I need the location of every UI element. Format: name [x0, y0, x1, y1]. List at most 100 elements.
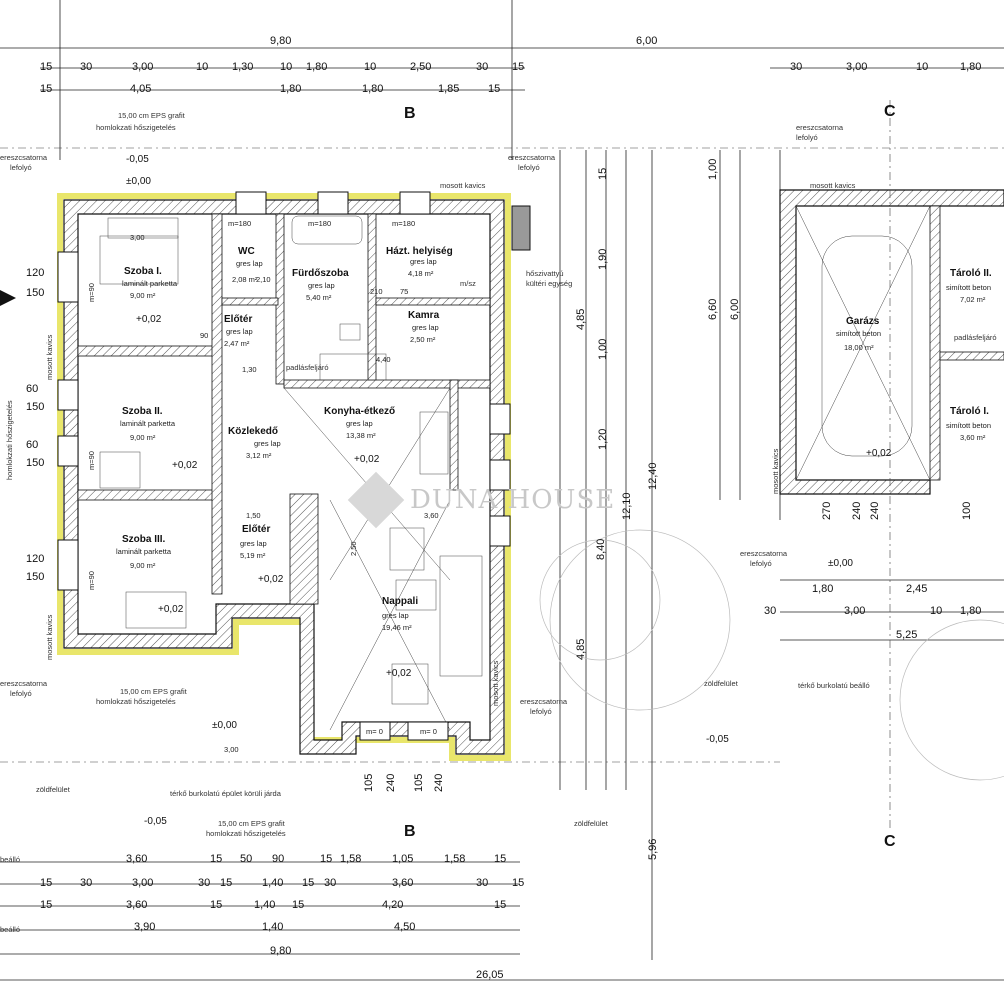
svg-text:-0,05: -0,05	[706, 734, 729, 745]
svg-text:Garázs: Garázs	[846, 316, 880, 327]
svg-text:Konyha-étkező: Konyha-étkező	[324, 406, 395, 417]
svg-text:simított beton: simított beton	[946, 283, 991, 292]
svg-text:zöldfelület: zöldfelület	[704, 679, 739, 688]
svg-text:5,25: 5,25	[896, 629, 917, 641]
svg-text:2,45: 2,45	[906, 583, 927, 595]
svg-text:90: 90	[272, 853, 284, 865]
svg-text:9,80: 9,80	[270, 35, 291, 47]
svg-text:15: 15	[40, 61, 52, 73]
svg-text:30: 30	[198, 877, 210, 889]
svg-text:gres lap: gres lap	[254, 439, 281, 448]
svg-text:18,00 m²: 18,00 m²	[844, 343, 874, 352]
svg-text:±0,00: ±0,00	[126, 176, 151, 187]
svg-text:+0,02: +0,02	[158, 604, 184, 615]
svg-text:4,85: 4,85	[575, 639, 587, 660]
svg-text:15: 15	[40, 83, 52, 95]
svg-text:lefolyó: lefolyó	[10, 689, 32, 698]
svg-text:15: 15	[210, 899, 222, 911]
svg-text:3,60: 3,60	[392, 877, 413, 889]
svg-text:1,85: 1,85	[438, 83, 459, 95]
svg-text:9,00 m²: 9,00 m²	[130, 561, 156, 570]
svg-text:+0,02: +0,02	[866, 448, 892, 459]
svg-text:1,80: 1,80	[280, 83, 301, 95]
svg-text:3,60: 3,60	[126, 899, 147, 911]
top-dimensions: 9,80 6,00 15 30 3,00 10 1,30 10 1,80 10 …	[40, 35, 981, 95]
svg-text:gres lap: gres lap	[410, 257, 437, 266]
svg-text:4,85: 4,85	[575, 309, 587, 330]
svg-text:1,40: 1,40	[262, 921, 283, 933]
svg-text:30: 30	[324, 877, 336, 889]
svg-text:30: 30	[764, 605, 776, 617]
svg-text:15,00 cm EPS grafit: 15,00 cm EPS grafit	[120, 687, 188, 696]
svg-text:150: 150	[26, 401, 44, 413]
svg-text:6,00: 6,00	[636, 35, 657, 47]
svg-text:1,80: 1,80	[960, 605, 981, 617]
svg-text:1,58: 1,58	[444, 853, 465, 865]
svg-text:Fürdőszoba: Fürdőszoba	[292, 268, 349, 279]
svg-text:lefolyó: lefolyó	[530, 707, 552, 716]
room-nappali: Nappali gres lap 19,46 m²	[382, 596, 418, 632]
svg-text:m=90: m=90	[87, 283, 96, 302]
svg-text:1,30: 1,30	[232, 61, 253, 73]
furniture	[99, 215, 483, 705]
svg-text:15: 15	[320, 853, 332, 865]
svg-text:2,08 m²: 2,08 m²	[232, 275, 258, 284]
svg-text:ereszcsatorna: ereszcsatorna	[508, 153, 556, 162]
svg-text:mosott kavics: mosott kavics	[45, 334, 54, 380]
svg-text:9,00 m²: 9,00 m²	[130, 291, 156, 300]
svg-text:30: 30	[790, 61, 802, 73]
svg-text:10: 10	[280, 61, 292, 73]
svg-text:15: 15	[220, 877, 232, 889]
section-label: C	[884, 833, 896, 850]
svg-text:4,50: 4,50	[394, 921, 415, 933]
svg-text:15: 15	[512, 61, 524, 73]
svg-text:+0,02: +0,02	[386, 668, 412, 679]
svg-text:1,00: 1,00	[707, 159, 719, 180]
right-dimensions: 4,85 8,40 4,85 12,10 12,40 5,96 15 1,90 …	[575, 159, 981, 860]
svg-text:+0,02: +0,02	[136, 314, 162, 325]
svg-text:10: 10	[916, 61, 928, 73]
svg-text:15: 15	[210, 853, 222, 865]
svg-text:15: 15	[292, 899, 304, 911]
svg-text:4,40: 4,40	[376, 355, 391, 364]
svg-text:3,12 m²: 3,12 m²	[246, 451, 272, 460]
svg-text:50: 50	[240, 853, 252, 865]
room-kamra: Kamra gres lap 2,50 m²	[408, 310, 440, 344]
svg-text:15: 15	[512, 877, 524, 889]
svg-text:m= 0: m= 0	[420, 727, 437, 736]
svg-text:150: 150	[26, 571, 44, 583]
svg-text:5,19 m²: 5,19 m²	[240, 551, 266, 560]
svg-text:3,00: 3,00	[846, 61, 867, 73]
svg-text:WC: WC	[238, 246, 255, 257]
svg-text:240: 240	[869, 502, 881, 520]
room-szoba-1: Szoba I. laminált parketta 9,00 m²	[122, 266, 178, 300]
misc-dimensions: 3,00 3,60 2,50 240 270 240 100 105 240 1…	[130, 233, 973, 792]
svg-text:4,18 m²: 4,18 m²	[408, 269, 434, 278]
svg-text:padlásfeljáró: padlásfeljáró	[286, 363, 329, 372]
watermark: DUNA HOUSE	[347, 471, 614, 529]
svg-text:9,00 m²: 9,00 m²	[130, 433, 156, 442]
svg-text:30: 30	[80, 877, 92, 889]
svg-text:1,30: 1,30	[242, 365, 257, 374]
svg-text:1,90: 1,90	[597, 249, 609, 270]
section-label: C	[884, 103, 896, 120]
svg-text:240: 240	[385, 774, 397, 792]
svg-text:2,50: 2,50	[349, 541, 358, 556]
windows	[57, 191, 531, 741]
svg-text:laminált parketta: laminált parketta	[116, 547, 172, 556]
svg-text:+0,02: +0,02	[258, 574, 284, 585]
svg-text:15: 15	[597, 168, 609, 180]
svg-text:gres lap: gres lap	[346, 419, 373, 428]
svg-text:5,96: 5,96	[647, 839, 659, 860]
svg-text:beálló: beálló	[0, 855, 20, 864]
svg-text:1,05: 1,05	[392, 853, 413, 865]
room-hazt-helyiseg: Házt. helyiség gres lap 4,18 m²	[386, 246, 453, 278]
svg-text:3,00: 3,00	[224, 745, 239, 754]
svg-text:1,80: 1,80	[306, 61, 327, 73]
svg-text:15,00 cm EPS grafit: 15,00 cm EPS grafit	[118, 111, 186, 120]
svg-text:100: 100	[961, 502, 973, 520]
room-furdoszoba: Fürdőszoba gres lap 5,40 m²	[292, 268, 349, 302]
svg-text:10: 10	[196, 61, 208, 73]
right-dimension-lines	[559, 150, 1004, 960]
room-tarolo-1: Tároló I. simított beton 3,60 m²	[946, 406, 991, 442]
